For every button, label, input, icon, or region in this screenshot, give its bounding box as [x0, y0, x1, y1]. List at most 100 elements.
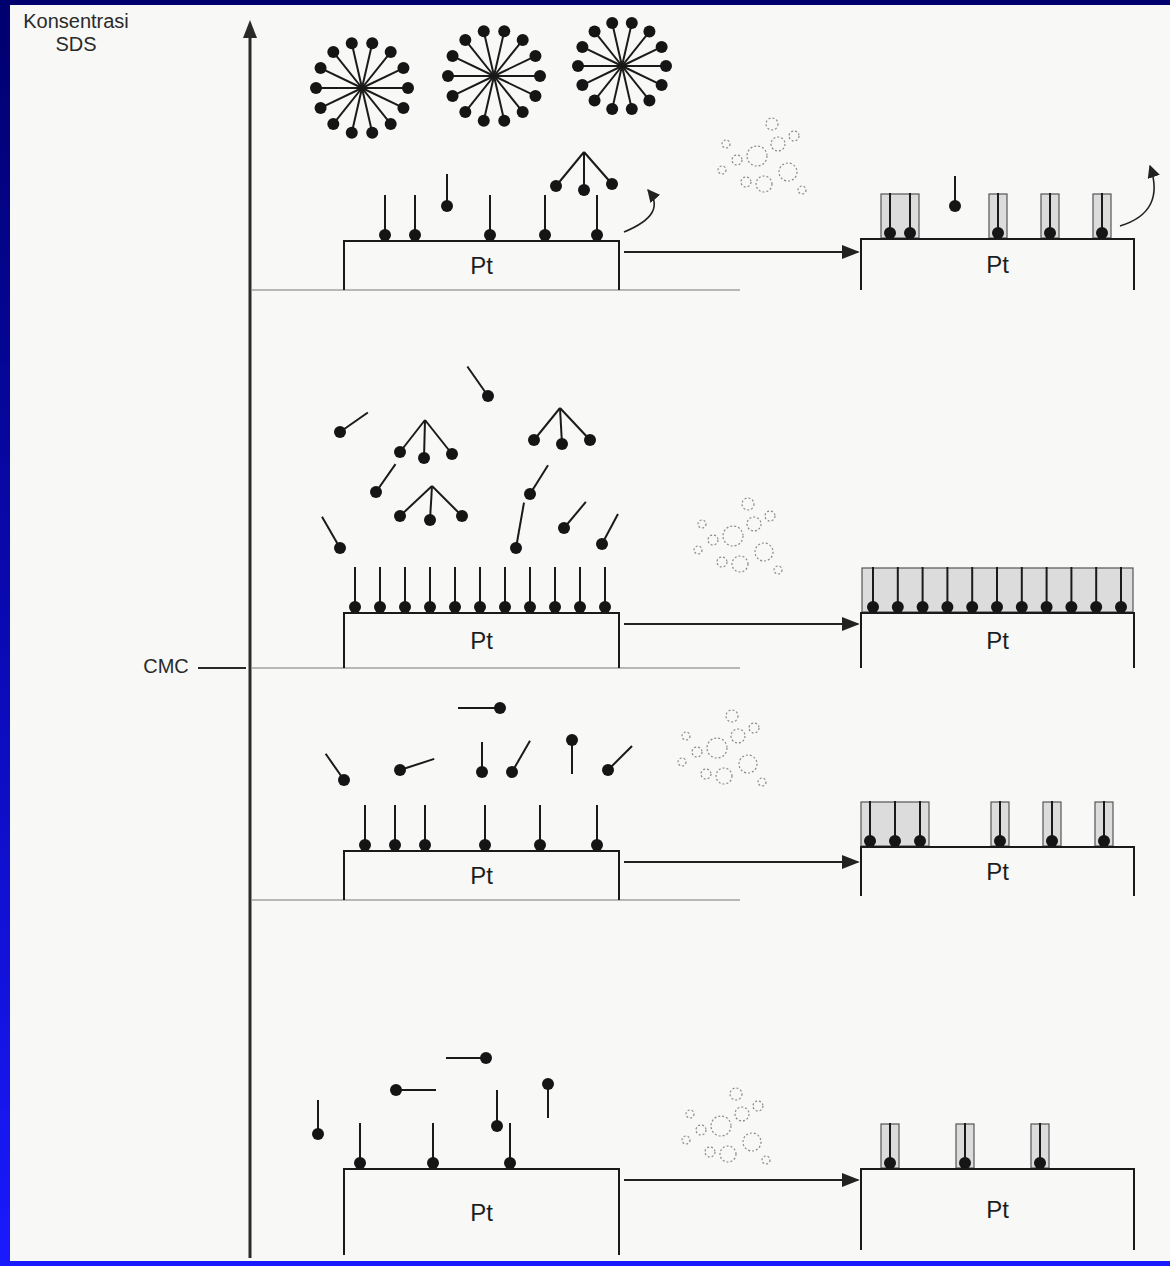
micelle-tail	[494, 56, 535, 76]
head-group	[626, 17, 638, 29]
head-group	[558, 522, 570, 534]
head-group	[660, 60, 672, 72]
head-group	[576, 41, 588, 53]
bubble	[731, 729, 745, 743]
bubble	[753, 1101, 763, 1111]
bubble	[707, 738, 727, 758]
axis-arrowhead	[243, 20, 257, 38]
head-group	[459, 34, 471, 46]
head-group	[517, 34, 529, 46]
electrode-box: Pt	[343, 1168, 620, 1255]
head-group	[390, 1084, 402, 1096]
micelle-tail	[622, 66, 632, 109]
head-group	[402, 82, 414, 94]
bubble	[766, 118, 778, 130]
bubble	[716, 768, 732, 784]
head-group	[478, 25, 490, 37]
head-group	[550, 180, 562, 192]
bubble	[741, 177, 751, 187]
surfactant-tail	[458, 707, 500, 709]
head-group	[576, 79, 588, 91]
micelle-tail	[582, 66, 622, 85]
head-group	[494, 702, 506, 714]
solubilized-region	[881, 1124, 899, 1168]
head-group	[334, 542, 346, 554]
bubble	[708, 535, 718, 545]
bubble	[732, 155, 742, 165]
electrode-label: Pt	[470, 252, 493, 280]
electrode-box: Pt	[860, 238, 1135, 290]
bubble	[701, 769, 711, 779]
aggregate-tail	[432, 486, 462, 516]
head-group	[334, 426, 346, 438]
head-group	[447, 90, 459, 102]
head-group	[498, 25, 510, 37]
bubble	[747, 517, 761, 531]
electrode-box: Pt	[343, 612, 620, 668]
solubilized-region	[1041, 194, 1059, 238]
desorption-arrow	[1120, 166, 1154, 226]
bubble	[743, 1133, 761, 1151]
electrode-box: Pt	[860, 1168, 1135, 1250]
head-group	[656, 79, 668, 91]
head-group	[589, 94, 601, 106]
bubble	[749, 723, 759, 733]
head-group	[542, 1078, 554, 1090]
head-group	[476, 766, 488, 778]
head-group	[310, 82, 322, 94]
electrode-box: Pt	[860, 846, 1135, 896]
aggregate-tail	[534, 408, 560, 440]
head-group	[506, 766, 518, 778]
bubble	[739, 755, 757, 773]
section-separator	[252, 290, 740, 291]
head-group	[524, 488, 536, 500]
head-group	[327, 46, 339, 58]
micelle-tail	[622, 32, 649, 66]
micelle-tail	[362, 88, 403, 108]
bubble	[705, 1147, 715, 1157]
bubble	[694, 546, 702, 554]
micelle-tail	[484, 31, 494, 76]
bubble	[698, 520, 706, 528]
head-group	[366, 37, 378, 49]
head-group	[643, 94, 655, 106]
aggregate-tail	[400, 486, 432, 516]
electrode-label: Pt	[470, 862, 493, 890]
bubble	[771, 137, 785, 151]
head-group	[584, 434, 596, 446]
concentration-axis	[249, 34, 252, 1258]
micelle-tail	[316, 87, 362, 89]
solubilized-region	[989, 194, 1007, 238]
bubble	[747, 146, 767, 166]
bubble	[717, 557, 727, 567]
bubble	[686, 1110, 694, 1118]
surfactant-tail	[516, 503, 524, 548]
micelle-tail	[622, 47, 662, 66]
bubble	[696, 1125, 706, 1135]
head-group	[578, 184, 590, 196]
head-group	[510, 542, 522, 554]
head-group	[589, 26, 601, 38]
head-group	[366, 127, 378, 139]
head-group	[606, 103, 618, 115]
micelle-tail	[333, 88, 362, 124]
micelle-tail	[362, 87, 408, 89]
solubilized-region	[991, 802, 1009, 846]
micelle-tail	[622, 66, 662, 85]
bubble	[730, 1088, 742, 1100]
axis-label: Konsentrasi SDS	[14, 10, 138, 56]
bubble	[720, 1146, 736, 1162]
bubble	[732, 556, 748, 572]
micelle-tail	[578, 65, 622, 67]
bubble	[726, 710, 738, 722]
micelle-tail	[362, 88, 372, 133]
process-arrow	[624, 861, 858, 863]
micelle-tail	[494, 76, 504, 121]
bubble	[765, 511, 775, 521]
head-group	[418, 452, 430, 464]
head-group	[346, 127, 358, 139]
bubble	[742, 498, 754, 510]
micelle-tail	[465, 76, 494, 112]
aggregate-tail	[425, 420, 452, 454]
